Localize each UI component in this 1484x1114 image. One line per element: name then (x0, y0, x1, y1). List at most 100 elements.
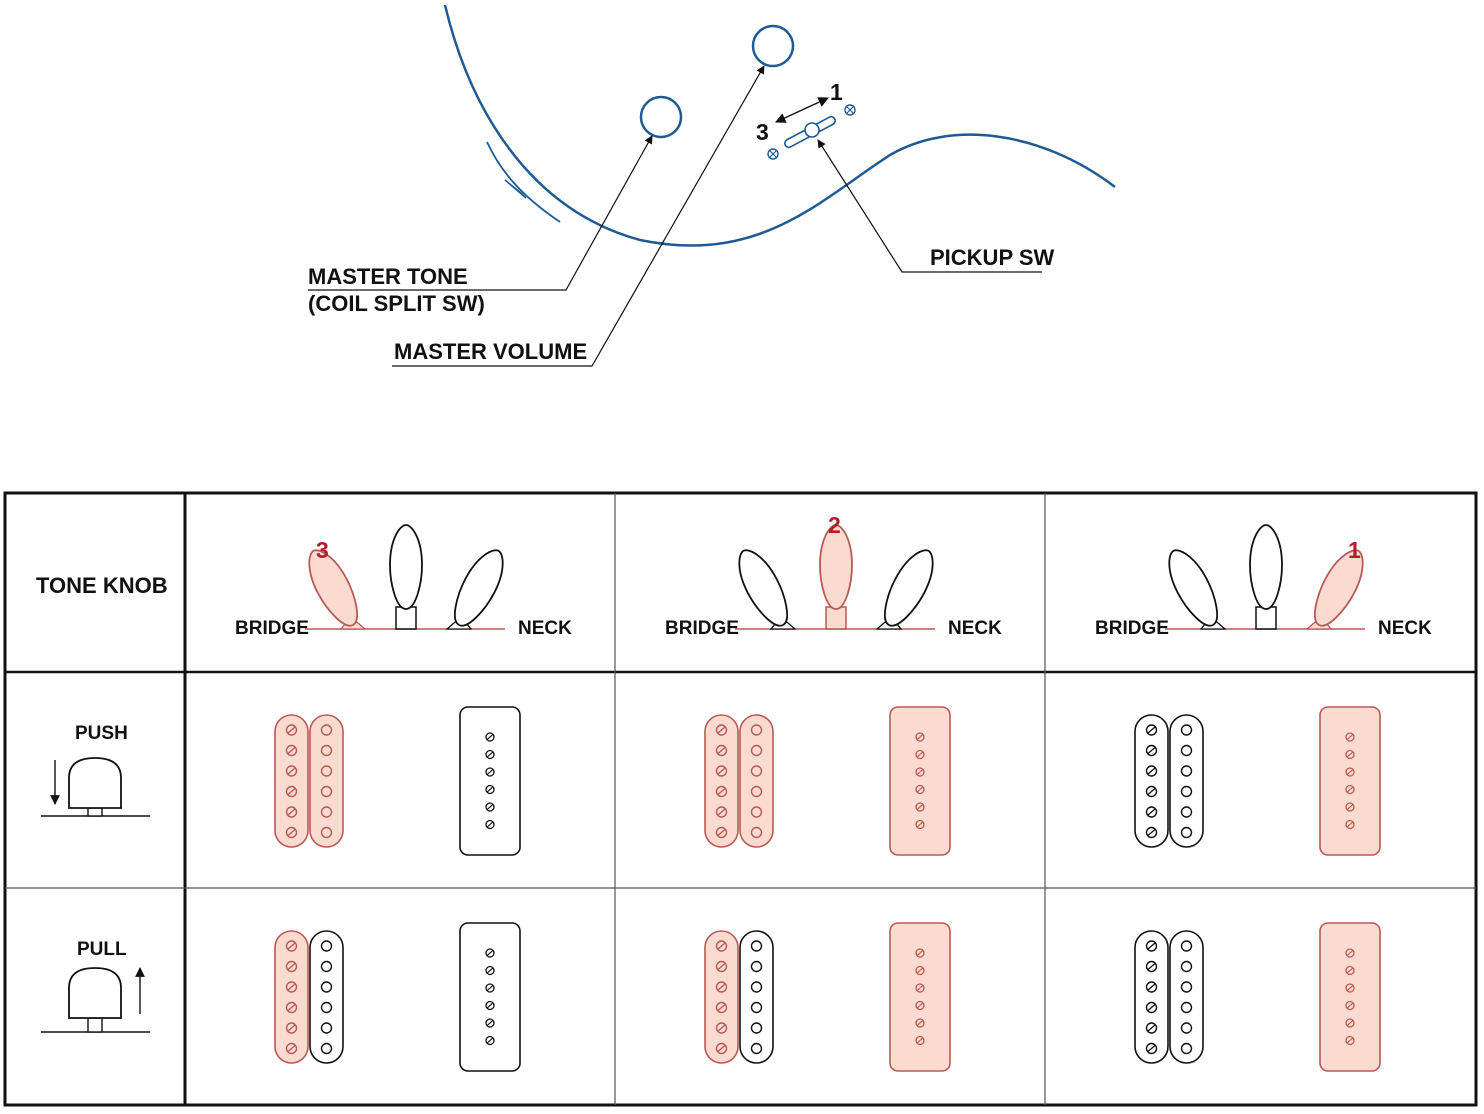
tone-knob-header: TONE KNOB (36, 573, 168, 598)
knob-pull-icon (41, 967, 150, 1033)
neck-label: NECK (948, 618, 1002, 639)
switch-lever-icon (389, 524, 423, 630)
pole-icon (750, 785, 763, 798)
inactive-coil (1134, 714, 1169, 848)
screw-icon (844, 104, 856, 116)
active-single-coil-pickup (1319, 922, 1381, 1072)
pole-icon (320, 940, 333, 952)
leader-pickup-sw (817, 139, 1042, 273)
pole-icon (750, 1001, 763, 1014)
inactive-coil (309, 930, 344, 1064)
pole-icon (750, 1022, 763, 1034)
humbucker-pickup (274, 930, 344, 1064)
pole-icon (320, 1042, 333, 1055)
pickup-state-cell (1134, 706, 1381, 856)
switch-travel-arrow (775, 97, 829, 123)
bridge-label: BRIDGE (665, 618, 739, 639)
humbucker-pickup (274, 714, 344, 848)
pole-icon (1180, 785, 1193, 798)
pole-icon (750, 724, 763, 736)
neck-label: NECK (518, 618, 572, 639)
pole-icon (320, 1022, 333, 1034)
table-border (3, 491, 1478, 1107)
pole-icon (320, 960, 333, 973)
neck-label: NECK (1378, 618, 1432, 639)
pole-icon (1180, 1022, 1193, 1034)
bridge-label: BRIDGE (1095, 618, 1169, 639)
active-coil (704, 714, 739, 848)
humbucker-pickup (704, 714, 774, 848)
pole-icon (750, 765, 763, 777)
pickguard-step (504, 179, 527, 199)
switch-position-number: 2 (828, 512, 841, 538)
pickup-state-cell (274, 922, 521, 1072)
active-coil (739, 714, 774, 848)
active-switch-lever-icon (1305, 549, 1364, 630)
active-coil (274, 930, 309, 1064)
pole-icon (320, 1001, 333, 1014)
coil-split-label: (COIL SPLIT SW) (308, 291, 485, 316)
pole-icon (320, 981, 333, 993)
switch-lever-icon (1249, 524, 1283, 630)
switch-position-number: 1 (1348, 537, 1361, 563)
pole-icon (750, 806, 763, 818)
pole-icon (750, 940, 763, 952)
pickup-state-cell (1134, 922, 1381, 1072)
row-label-cell: PULL (41, 939, 150, 1033)
humbucker-pickup (704, 930, 774, 1064)
active-single-coil-pickup (1319, 706, 1381, 856)
pole-icon (1180, 806, 1193, 818)
row-label: PULL (77, 939, 127, 960)
inactive-coil (1169, 930, 1204, 1064)
switch-pos-3-label: 3 (756, 119, 769, 145)
switch-position-cell: BRIDGE NECK 3 (235, 524, 572, 639)
pole-icon (1180, 940, 1193, 952)
pole-icon (1180, 1001, 1193, 1014)
pole-icon (750, 1042, 763, 1055)
master-tone-knob[interactable] (639, 95, 683, 139)
pole-icon (750, 826, 763, 839)
inactive-coil (1134, 930, 1169, 1064)
master-volume-knob[interactable] (751, 24, 795, 68)
active-coil (309, 714, 344, 848)
body-outline (443, 4, 1116, 247)
pole-icon (750, 960, 763, 973)
active-switch-lever-icon (819, 524, 853, 630)
pole-icon (750, 744, 763, 757)
pickup-state-cell (704, 706, 951, 856)
pole-icon (320, 826, 333, 839)
pole-icon (320, 806, 333, 818)
humbucker-pickup (1134, 930, 1204, 1064)
pole-icon (750, 981, 763, 993)
master-tone-label: MASTER TONE (308, 264, 468, 289)
pole-icon (320, 724, 333, 736)
active-coil (274, 714, 309, 848)
switch-lever-icon (738, 549, 797, 630)
pickguard-edge (486, 141, 561, 223)
pickup-state-cell (274, 706, 521, 856)
master-volume-label: MASTER VOLUME (394, 339, 587, 364)
leader-master-tone (308, 135, 653, 291)
bridge-label: BRIDGE (235, 618, 309, 639)
pole-icon (1180, 765, 1193, 777)
guitar-body-diagram: 1 3 MASTER TONE (COIL SPLIT SW) MASTER V… (308, 4, 1116, 367)
switch-pos-1-label: 1 (830, 79, 843, 105)
humbucker-pickup (1134, 714, 1204, 848)
switch-position-number: 3 (316, 537, 329, 563)
inactive-single-coil-pickup (459, 922, 521, 1072)
knob-push-icon (41, 757, 150, 817)
pickup-selector-switch[interactable] (767, 104, 856, 160)
row-label-cell: PUSH (41, 723, 150, 817)
active-coil (704, 930, 739, 1064)
row-label: PUSH (75, 723, 128, 744)
pole-icon (1180, 724, 1193, 736)
inactive-coil (1169, 714, 1204, 848)
inactive-single-coil-pickup (459, 706, 521, 856)
pole-icon (1180, 826, 1193, 839)
switch-lever-icon (1168, 549, 1227, 630)
pole-icon (320, 744, 333, 757)
pole-icon (1180, 744, 1193, 757)
switch-lever-icon (445, 549, 504, 630)
pickup-state-cell (704, 922, 951, 1072)
